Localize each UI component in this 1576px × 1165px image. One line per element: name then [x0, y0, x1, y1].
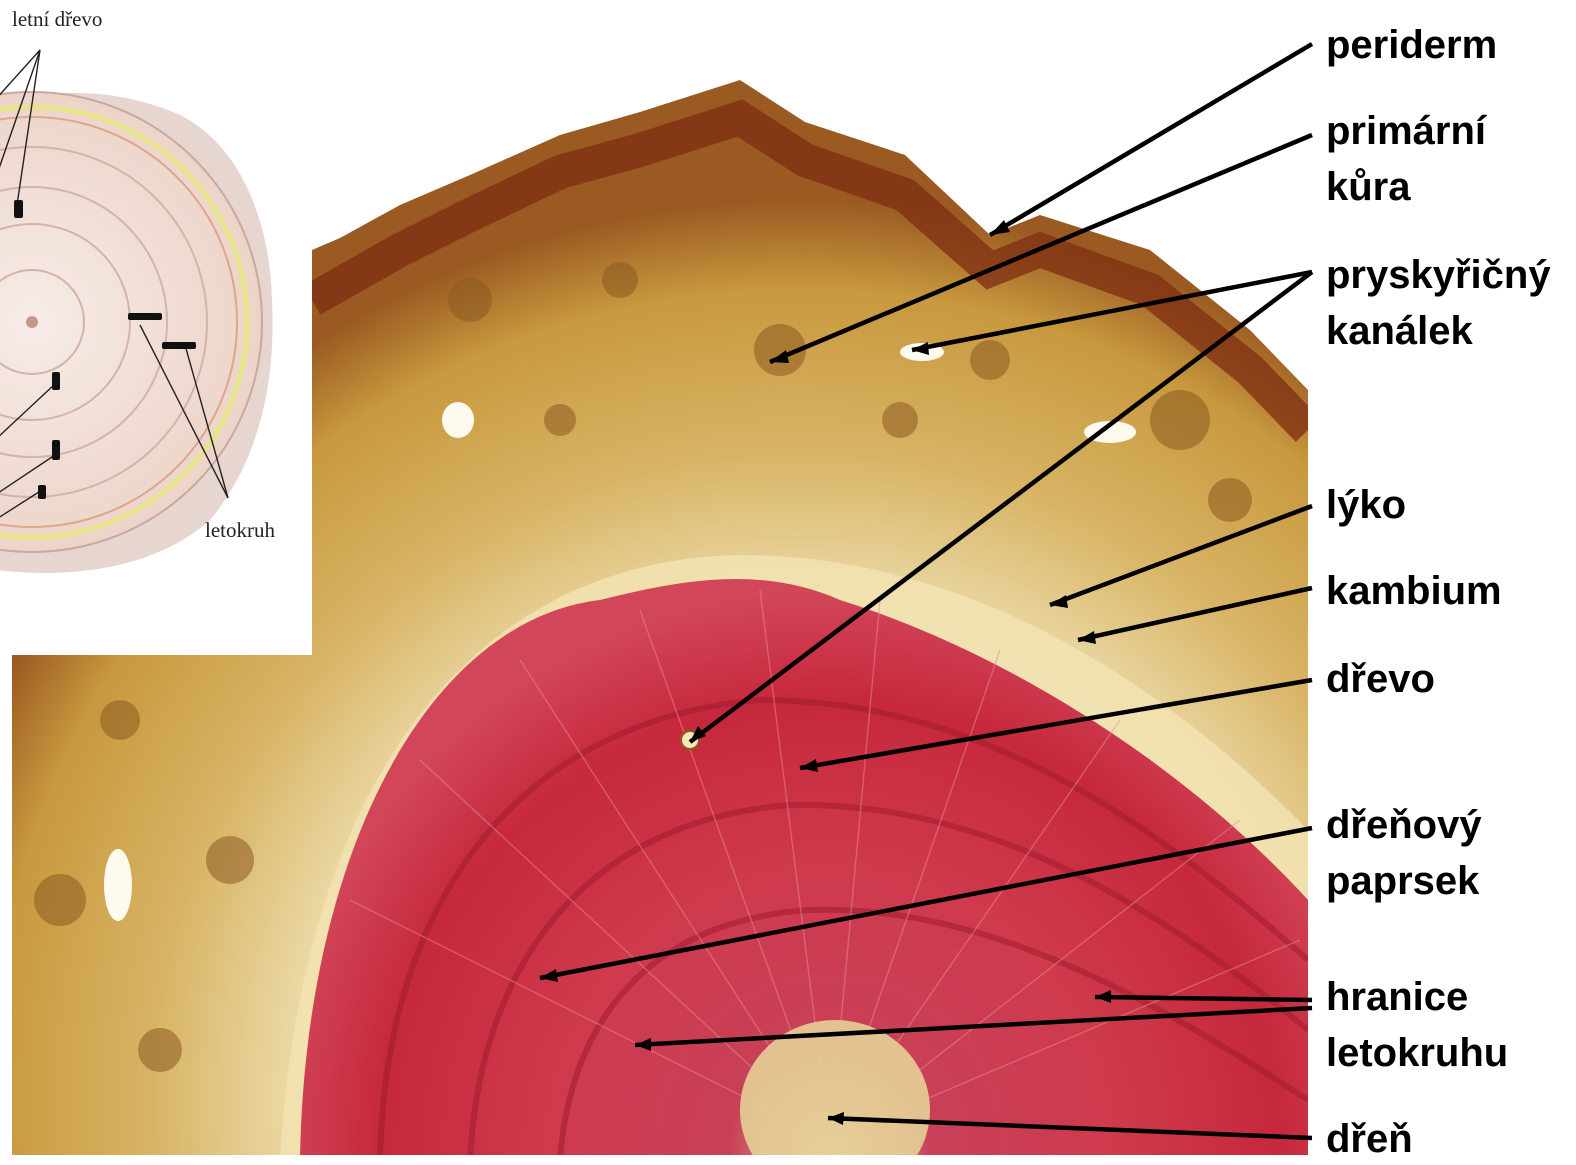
- label-medullary-ray-line2: paprsek: [1326, 859, 1480, 903]
- label-periderm: periderm: [1326, 23, 1497, 67]
- leader-ring-boundary-a: [1095, 997, 1312, 1000]
- structure-labels: periderm primární kůra pryskyřičný kanál…: [1326, 23, 1551, 1161]
- label-ring-boundary-line1: hranice: [1326, 975, 1468, 1019]
- label-ring-boundary-line2: letokruhu: [1326, 1031, 1508, 1075]
- label-cambium: kambium: [1326, 569, 1502, 613]
- inset-label-summer-wood: letní dřevo: [12, 7, 102, 31]
- inset-label-growth-ring: letokruh: [205, 518, 275, 542]
- label-resin-canal-line1: pryskyřičný: [1326, 253, 1551, 297]
- label-medullary-ray-line1: dřeňový: [1326, 803, 1482, 847]
- label-primary-cortex-line2: kůra: [1326, 165, 1411, 209]
- growth-ring-schematic-inset: letní dřevo letokruh: [0, 0, 312, 655]
- leader-periderm: [990, 44, 1312, 235]
- label-pith: dřeň: [1326, 1117, 1413, 1161]
- label-primary-cortex-line1: primární: [1326, 109, 1488, 153]
- label-wood: dřevo: [1326, 657, 1435, 701]
- label-phloem: lýko: [1326, 483, 1406, 527]
- label-resin-canal-line2: kanálek: [1326, 309, 1474, 353]
